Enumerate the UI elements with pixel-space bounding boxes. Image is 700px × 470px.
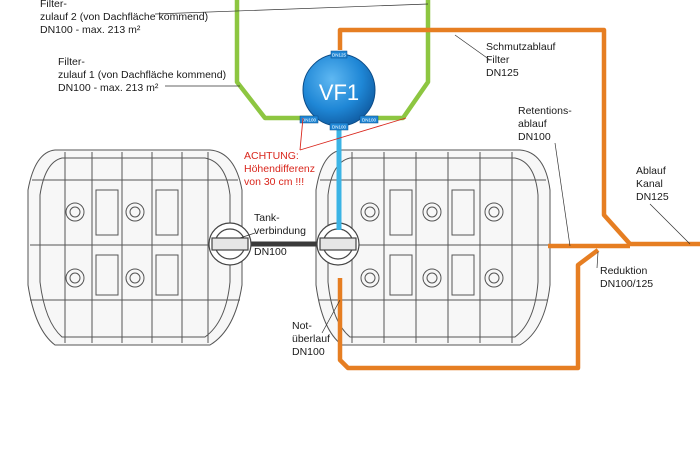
leader-lines [154,3,691,334]
label-emergency-overflow-line2: überlauf [292,333,330,345]
label-emergency-overflow: Not- überlauf DN100 [292,320,330,359]
filter-inflow-pipes [234,0,431,121]
label-warning: ACHTUNG: Höhendifferenz von 30 cm !!! [244,150,315,189]
filter-tag-right: DN100 [362,118,377,123]
label-reduction-line2: DN100/125 [600,278,654,290]
label-filter-inflow-1-line1: Filter- [58,56,85,68]
tank-left-dome [208,222,252,266]
label-reduction: Reduktion DN100/125 [600,265,653,291]
filter-tag-top: DN125 [332,53,347,58]
label-warning-line2: Höhendifferenz [244,163,316,175]
label-dirt-outflow: Schmutzablauf Filter DN125 [486,41,555,80]
tank-right [315,149,551,346]
label-dirt-outflow-line2: Filter [486,54,510,66]
filter-vf1: VF1 DN125 DN100 DN100 DN100 [299,50,379,131]
label-sewer-outflow-line3: DN125 [636,191,669,203]
filter-tag-left: DN100 [302,118,317,123]
label-emergency-overflow-line1: Not- [292,320,312,332]
tank-right-dome [316,222,360,266]
label-dirt-outflow-line1: Schmutzablauf [486,41,556,53]
label-filter-inflow-1-line2: zulauf 1 (von Dachfläche kommend) [58,69,227,81]
label-tank-connection: Tank- verbindung DN100 [254,212,306,259]
inflow-2-pipe [365,0,431,121]
label-dirt-outflow-line3: DN125 [486,67,519,79]
label-retention-outflow-line2: ablauf [518,118,547,130]
label-sewer-outflow-line1: Ablauf [636,165,666,177]
label-filter-inflow-1-line3: DN100 - max. 213 m² [58,82,159,94]
label-retention-outflow: Retentions- ablauf DN100 [518,105,572,144]
inflow-1-pipe [234,0,315,121]
label-sewer-outflow: Ablauf Kanal DN125 [636,165,669,204]
label-tank-connection-line2: verbindung [254,225,306,237]
label-emergency-overflow-line3: DN100 [292,346,325,358]
label-retention-outflow-line1: Retentions- [518,105,572,117]
filter-name: VF1 [319,80,359,105]
label-sewer-outflow-line2: Kanal [636,178,663,190]
label-warning-line3: von 30 cm !!! [244,176,305,188]
dirt-outflow-pipe [337,27,700,247]
label-warning-line1: ACHTUNG: [244,150,299,162]
label-filter-inflow-2-line1: Filter- [40,0,67,10]
label-tank-connection-line1: Tank- [254,212,280,224]
reduction-pipe [337,248,600,371]
tank-left [27,149,243,346]
filter-tag-bottom: DN100 [332,125,347,130]
label-reduction-line1: Reduktion [600,265,648,277]
outflow-pipes [337,27,700,371]
warning-leaders [299,117,407,151]
label-retention-outflow-line3: DN100 [518,131,551,143]
label-tank-connection-line3: DN100 [254,246,287,258]
label-filter-inflow-1: Filter- zulauf 1 (von Dachfläche kommend… [58,56,226,95]
label-filter-inflow-2-line2: zulauf 2 (von Dachfläche kommend) [40,11,209,23]
label-filter-inflow-2-line3: DN100 - max. 213 m² [40,24,141,36]
label-filter-inflow-2: Filter- zulauf 2 (von Dachfläche kommend… [40,0,208,37]
